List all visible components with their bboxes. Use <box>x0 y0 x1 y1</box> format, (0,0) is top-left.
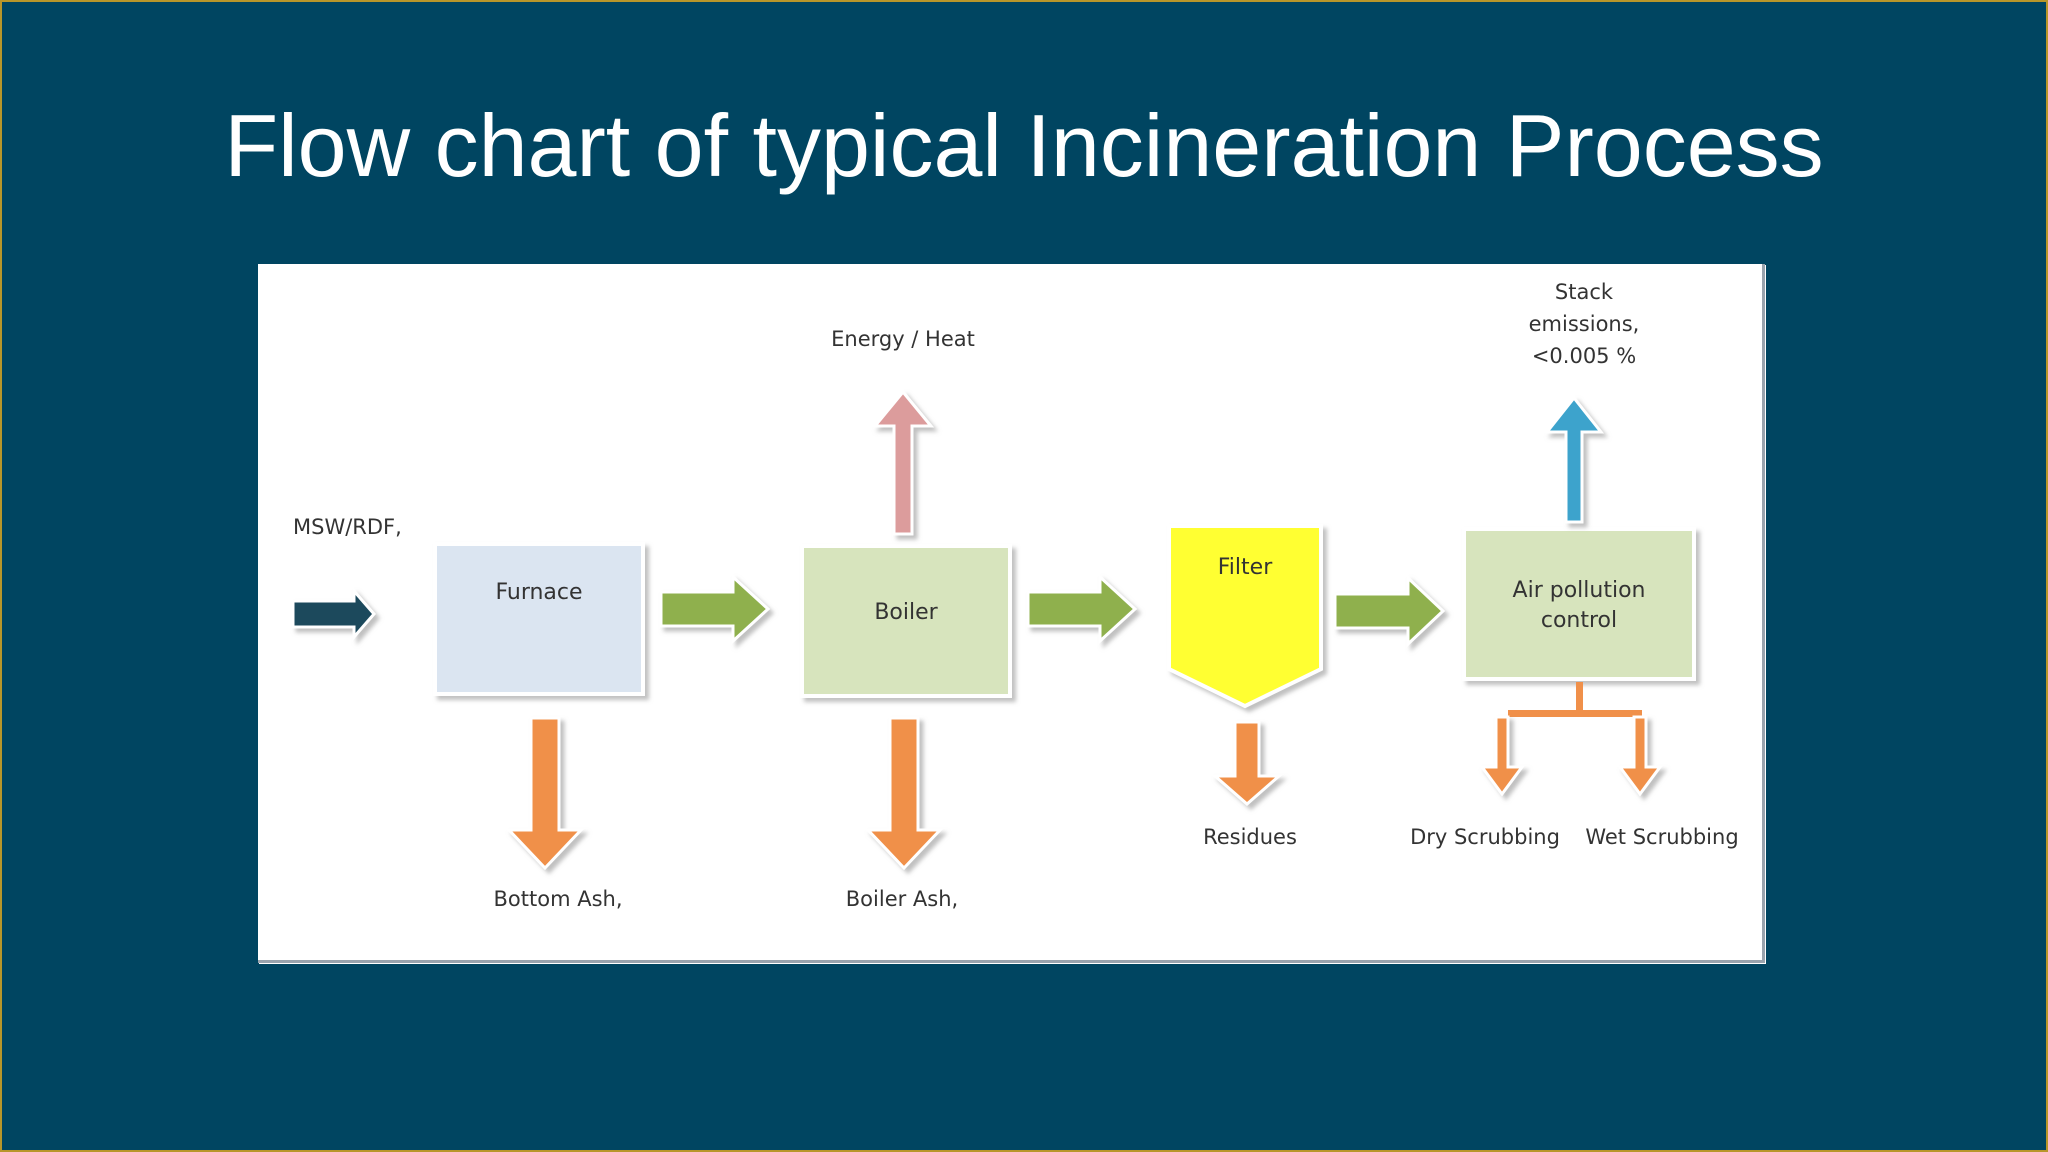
bottom-ash-label: Bottom Ash, <box>494 887 623 911</box>
furnace-box <box>433 542 645 696</box>
furnace-label: Furnace <box>495 580 582 605</box>
energy-label: Energy / Heat <box>831 327 975 351</box>
filter-shape <box>1167 524 1323 709</box>
stack-arrow <box>1543 395 1605 524</box>
flow-diagram: MSW/RDF, Furnace Boiler Fil <box>258 264 1765 963</box>
wet-scrubbing-arrow <box>1617 715 1663 797</box>
energy-arrow <box>871 389 935 536</box>
slide-title: Flow chart of typical Incineration Proce… <box>224 96 1824 195</box>
input-arrow <box>291 586 376 642</box>
dry-scrubbing-arrow <box>1479 715 1525 797</box>
stack-label-line3: <0.005 % <box>1532 344 1636 368</box>
flow-arrow-boiler-filter <box>1026 573 1138 645</box>
wet-scrubbing-label: Wet Scrubbing <box>1585 825 1738 849</box>
boiler-ash-label: Boiler Ash, <box>846 887 958 911</box>
dry-scrubbing-label: Dry Scrubbing <box>1410 825 1560 849</box>
bottom-ash-arrow <box>505 716 585 871</box>
flow-diagram-canvas: MSW/RDF, Furnace Boiler Fil <box>291 280 1739 911</box>
residues-arrow <box>1211 720 1283 806</box>
boiler-box <box>800 544 1012 698</box>
boiler-label: Boiler <box>874 600 938 625</box>
scrubbing-branch <box>1508 682 1642 717</box>
apc-label-line1: Air pollution <box>1513 578 1646 603</box>
boiler-ash-arrow <box>864 716 944 871</box>
input-label: MSW/RDF, <box>293 515 402 539</box>
flow-arrow-filter-apc <box>1333 574 1446 648</box>
flow-arrow-furnace-boiler <box>659 573 771 645</box>
residues-label: Residues <box>1203 825 1297 849</box>
apc-box <box>1462 527 1696 681</box>
filter-label: Filter <box>1218 555 1273 580</box>
stack-label-line2: emissions, <box>1529 312 1640 336</box>
apc-label-line2: control <box>1541 608 1617 633</box>
stack-label-line1: Stack <box>1555 280 1614 304</box>
